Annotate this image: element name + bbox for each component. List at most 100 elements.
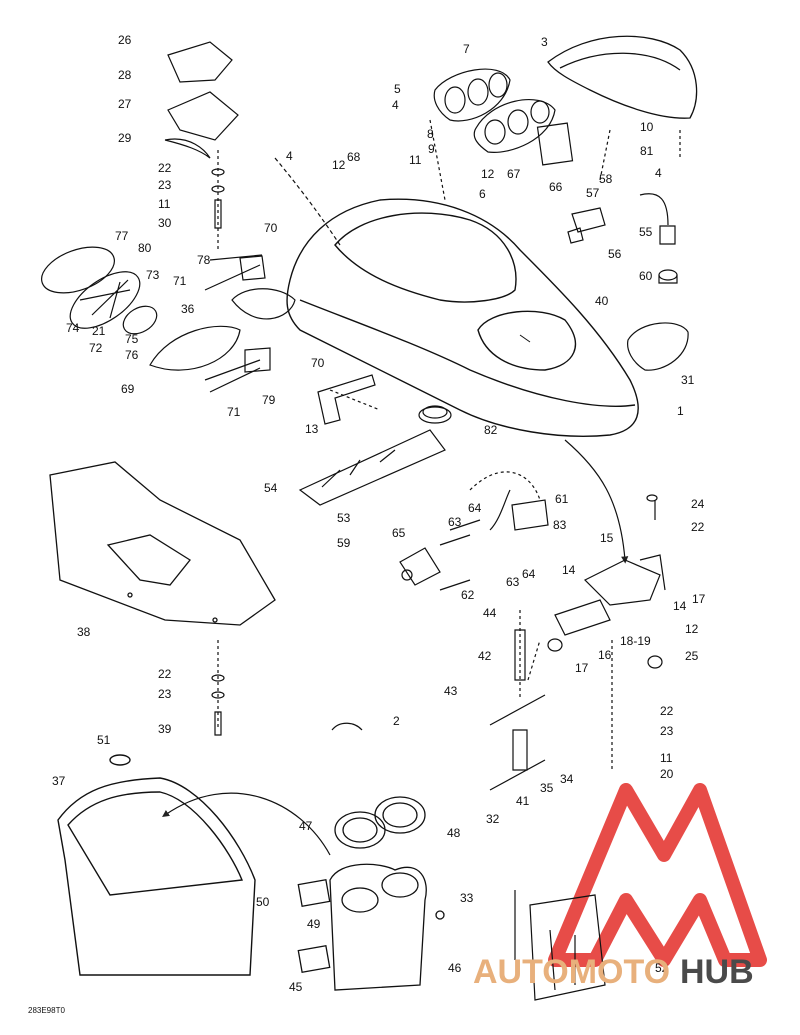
callout-c3: 3 (541, 35, 548, 49)
callout-c39: 39 (158, 722, 172, 736)
callout-c23c: 23 (158, 687, 172, 701)
callout-c29: 29 (118, 131, 132, 145)
callout-c30: 30 (158, 216, 172, 230)
callout-c65: 65 (392, 526, 406, 540)
callout-c20: 20 (660, 767, 674, 781)
storage-bin-part-37 (58, 755, 255, 975)
callout-c18: 18-19 (620, 634, 651, 648)
callout-c62: 62 (461, 588, 475, 602)
callout-c4a: 4 (286, 149, 293, 163)
callout-c40: 40 (595, 294, 609, 308)
windshield-part-3 (548, 36, 697, 118)
upper-left-clip-parts (165, 42, 238, 228)
callout-c1: 1 (677, 404, 684, 418)
callout-c21: 21 (92, 324, 106, 338)
callout-c8: 8 (427, 127, 434, 141)
callout-c35: 35 (540, 781, 554, 795)
callout-c56: 56 (608, 247, 622, 261)
callout-c46: 46 (448, 961, 462, 975)
callout-c37: 37 (52, 774, 66, 788)
callout-c45: 45 (289, 980, 303, 994)
callout-c78: 78 (197, 253, 211, 267)
linkage-parts (332, 495, 665, 790)
callout-c5: 5 (394, 82, 401, 96)
callout-c44: 44 (483, 606, 497, 620)
callout-c22c: 22 (660, 704, 674, 718)
callout-c10: 10 (640, 120, 654, 134)
callout-c74: 74 (66, 321, 80, 335)
callout-c6: 6 (479, 187, 486, 201)
callout-c72: 72 (89, 341, 103, 355)
callout-c58: 58 (599, 172, 613, 186)
callout-c71b: 71 (227, 405, 241, 419)
callout-c73: 73 (146, 268, 160, 282)
callout-c23a: 23 (158, 178, 172, 192)
callout-c14b: 14 (673, 599, 687, 613)
callout-c32: 32 (486, 812, 500, 826)
callout-c80: 80 (138, 241, 152, 255)
callout-c11a: 11 (158, 197, 171, 211)
callout-c31: 31 (681, 373, 695, 387)
watermark-word-hub: HUB (680, 953, 754, 991)
callout-c81: 81 (640, 144, 654, 158)
cup-holder-parts (298, 797, 444, 990)
right-side-parts (568, 194, 688, 370)
callout-c9: 9 (428, 142, 435, 156)
callout-c50: 50 (256, 895, 270, 909)
callout-c82: 82 (484, 423, 498, 437)
tray-part-38 (50, 462, 275, 625)
callout-c47: 47 (299, 819, 313, 833)
misc-bracket-parts (300, 375, 451, 505)
callout-c12c: 12 (685, 622, 699, 636)
callout-c41: 41 (516, 794, 530, 808)
callout-c68: 68 (347, 150, 361, 164)
callout-c7: 7 (463, 42, 470, 56)
callout-c61: 61 (555, 492, 569, 506)
callout-c33: 33 (460, 891, 474, 905)
left-vent-parts (35, 238, 295, 392)
callout-c52: 52 (655, 961, 669, 975)
callout-c42: 42 (478, 649, 492, 663)
electrical-parts (400, 490, 548, 590)
callout-c70b: 70 (311, 356, 325, 370)
callout-c63b: 63 (506, 575, 520, 589)
callout-c55: 55 (639, 225, 653, 239)
callout-c49: 49 (307, 917, 321, 931)
callout-c38: 38 (77, 625, 91, 639)
callout-c34: 34 (560, 772, 574, 786)
callout-c67: 67 (507, 167, 521, 181)
tool-kit-part-52 (515, 890, 605, 1000)
callout-c69: 69 (121, 382, 135, 396)
callout-c13: 13 (305, 422, 319, 436)
callout-c11c: 11 (660, 751, 673, 765)
callout-c64b: 64 (522, 567, 536, 581)
fastener-stack-left (212, 675, 224, 735)
callout-c26: 26 (118, 33, 132, 47)
callout-c25: 25 (685, 649, 699, 663)
callout-c22b: 22 (691, 520, 705, 534)
callout-c4b: 4 (392, 98, 399, 112)
watermark-text: AUTOMOTO HUB (473, 953, 754, 991)
callout-c64a: 64 (468, 501, 482, 515)
callout-c4c: 4 (655, 166, 662, 180)
callout-c15: 15 (600, 531, 614, 545)
callout-c36: 36 (181, 302, 195, 316)
callout-c11b: 11 (409, 153, 422, 167)
callout-c2: 2 (393, 714, 400, 728)
watermark-word-automoto: AUTOMOTO (473, 953, 670, 991)
callout-c17a: 17 (692, 592, 706, 606)
callout-c22d: 22 (158, 667, 172, 681)
callout-c17b: 17 (575, 661, 589, 675)
callout-c71a: 71 (173, 274, 187, 288)
callout-c66: 66 (549, 180, 563, 194)
callout-c79: 79 (262, 393, 276, 407)
callout-c77: 77 (115, 229, 129, 243)
hood-body-part-1 (287, 199, 638, 436)
callout-c59: 59 (337, 536, 351, 550)
callout-c57: 57 (586, 186, 600, 200)
watermark-logo (555, 790, 760, 960)
callout-c24: 24 (691, 497, 705, 511)
